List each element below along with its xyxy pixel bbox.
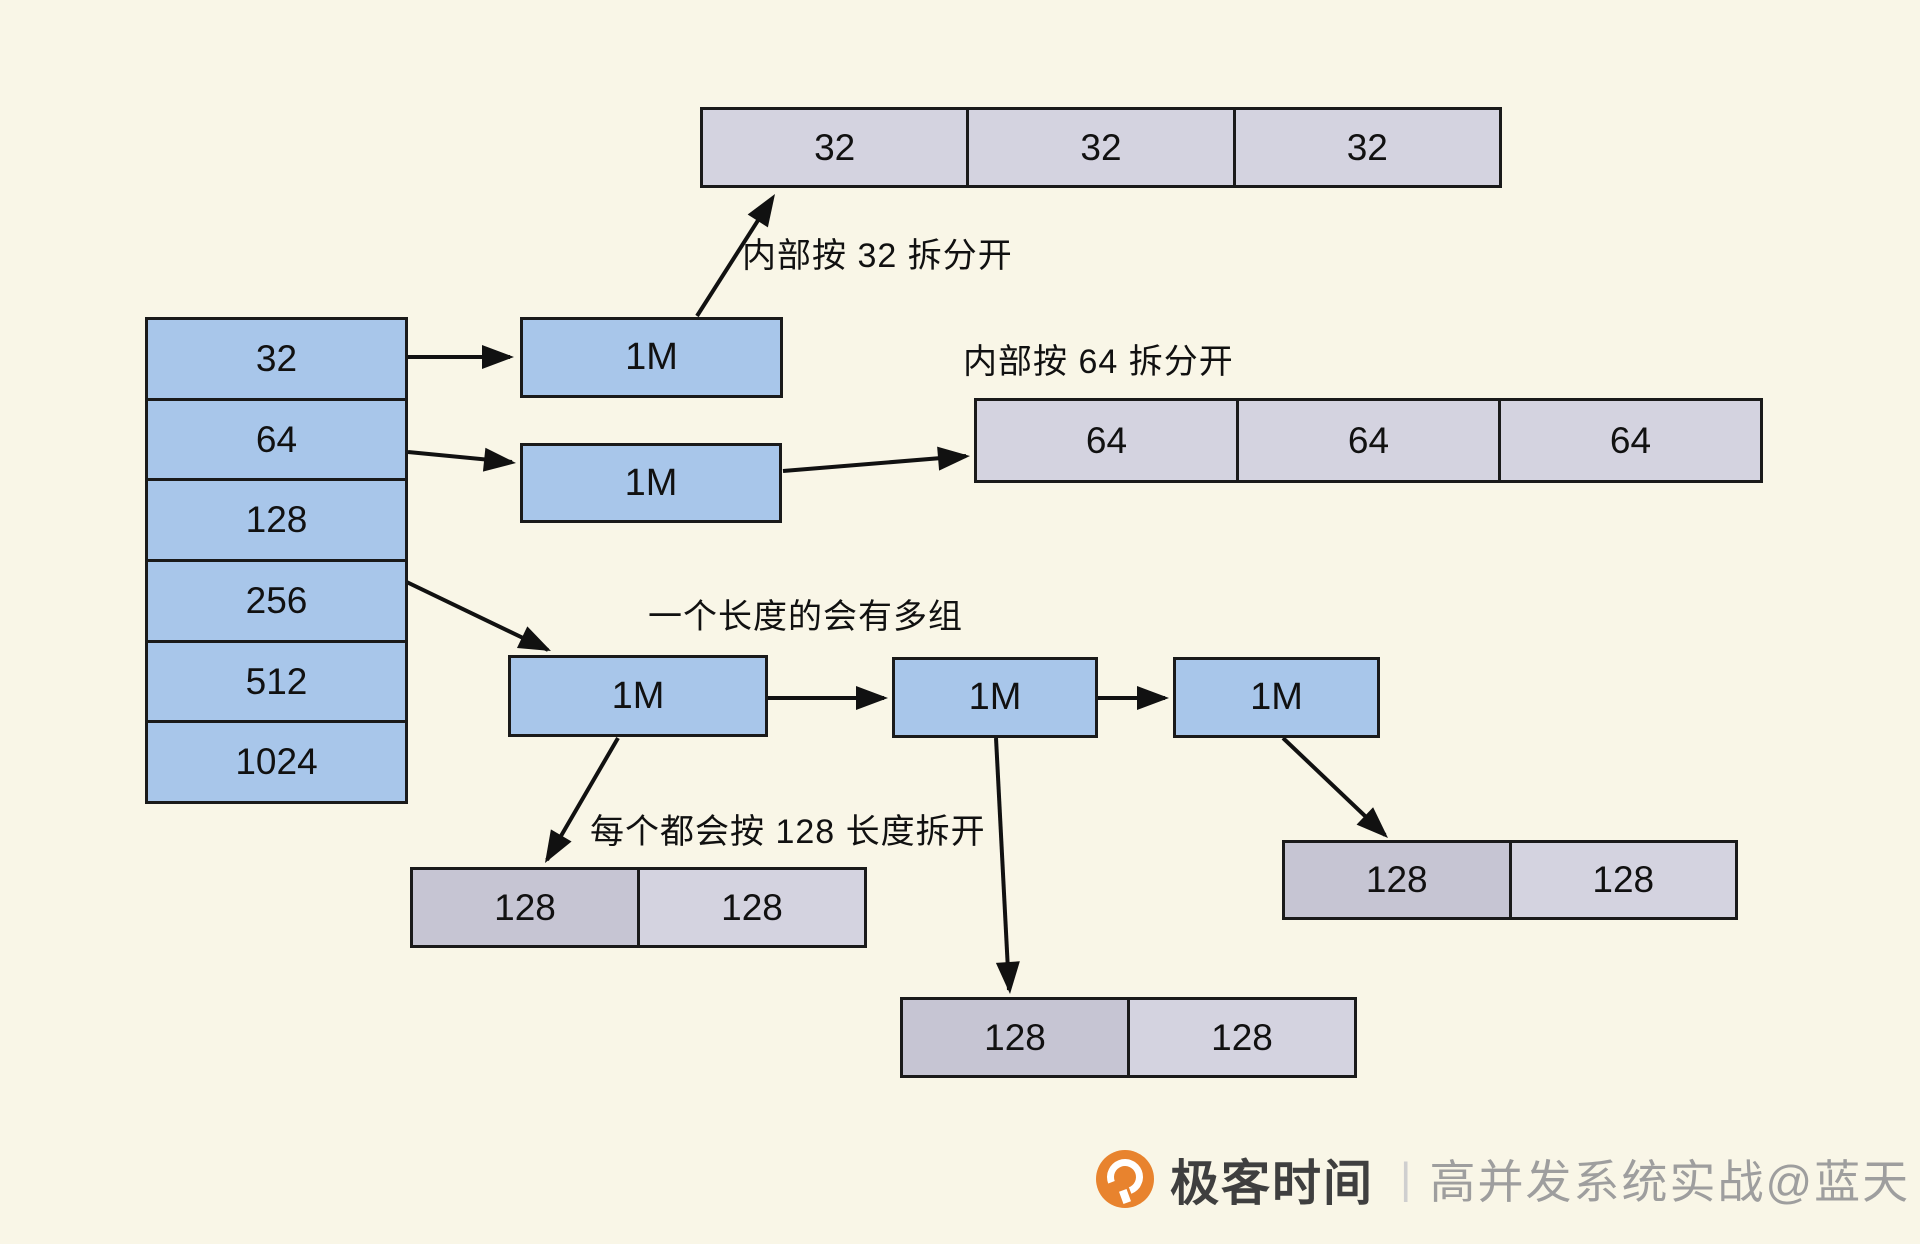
split-cell-64: 64 [1498,401,1760,480]
split-cell-32: 32 [966,110,1232,185]
pool-1m-chain-2: 1M [892,657,1098,738]
annotation-multi-groups: 一个长度的会有多组 [648,598,963,636]
split-cell-128: 128 [903,1000,1127,1075]
split-cell-128: 128 [1508,843,1735,917]
arrow-pool5-to-right128 [1281,736,1388,838]
split-cell-32: 32 [814,126,856,168]
split-row-128-left: 128 128 [410,867,867,948]
split-row-64: 64 64 64 [974,398,1763,483]
size-class-64: 64 [148,397,405,479]
arrow-32-to-pool1 [408,345,514,369]
split-cell-64: 64 [1236,401,1498,480]
size-class-32: 32 [255,337,298,379]
arrow-pool4-to-mid128 [994,737,1020,994]
pool-1m-for-64: 1M [520,443,782,523]
pool-1m-chain-1: 1M [508,655,768,737]
brand-name: 极客时间 [1170,1156,1375,1211]
arrow-pool3-to-pool4 [768,686,888,710]
split-row-32: 32 32 32 [700,107,1502,188]
split-cell-128: 128 [1285,843,1509,917]
split-cell-128: 128 [413,870,637,945]
size-class-256: 256 [148,559,405,640]
annotation-split-by-128: 每个都会按 128 长度拆开 [590,813,986,851]
course-name: 高并发系统实战@蓝天 [1429,1156,1911,1208]
geektime-watermark: 极客时间 | 高并发系统实战@蓝天 [1096,1144,1910,1214]
split-cell-32: 32 [1232,110,1499,185]
pool-1m-for-32: 1M [520,317,783,398]
split-cell-128: 128 [1127,1000,1354,1075]
size-class-128: 128 [148,478,405,559]
arrow-pool4-to-pool5 [1098,686,1169,710]
split-cell-64: 64 [1085,419,1128,461]
pool-1m-chain-3: 1M [1173,657,1380,738]
split-row-128-middle: 128 128 [900,997,1357,1078]
split-row-128-right: 128 128 [1282,840,1738,920]
arrow-64-to-pool2 [407,447,516,472]
size-class-512: 512 [148,639,405,721]
geektime-logo-icon [1096,1150,1154,1208]
size-class-1024: 1024 [148,720,405,801]
divider-bar: | [1400,1154,1412,1203]
arrow-pool2-to-mid64 [782,446,970,473]
size-class-column: 32 64 128 256 512 1024 [145,317,408,804]
annotation-split-by-64: 内部按 64 拆分开 [963,343,1234,381]
annotation-split-by-32: 内部按 32 拆分开 [742,237,1013,275]
split-cell-128: 128 [637,870,864,945]
